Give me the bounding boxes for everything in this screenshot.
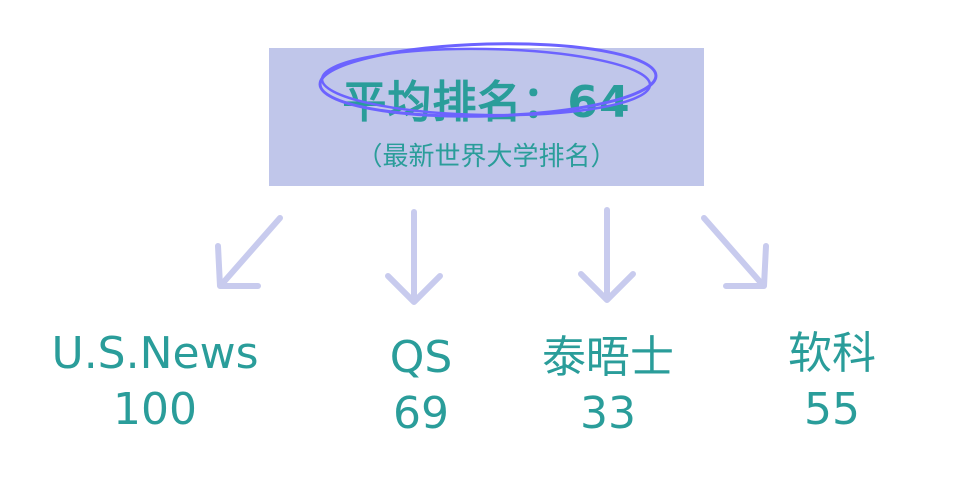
- source-shanghairanking: 软科 55: [702, 326, 962, 438]
- arrow-down-left-icon: [215, 215, 283, 289]
- source-rank: 69: [393, 388, 449, 439]
- source-rank: 33: [580, 388, 636, 439]
- arrow-down-icon-qs: [385, 209, 443, 305]
- source-name: 泰晤士: [542, 332, 674, 383]
- source-name: QS: [389, 332, 453, 383]
- source-usnews: U.S.News 100: [25, 326, 285, 438]
- source-name: 软科: [788, 328, 876, 379]
- source-times: 泰晤士 33: [478, 330, 738, 442]
- source-rank: 55: [804, 384, 860, 435]
- arrow-down-icon-times: [578, 207, 636, 303]
- arrow-down-right-icon: [701, 215, 769, 289]
- source-name: U.S.News: [51, 328, 259, 379]
- average-rank-subtitle: （最新世界大学排名）: [356, 142, 617, 172]
- source-rank: 100: [113, 384, 197, 435]
- source-qs: QS 69: [291, 330, 551, 442]
